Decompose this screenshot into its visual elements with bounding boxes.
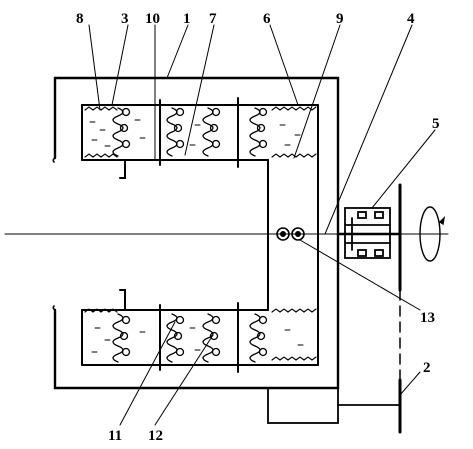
liquid-particles xyxy=(89,119,304,353)
leader-lines xyxy=(88,24,436,426)
inner-tube xyxy=(81,97,319,373)
label-7: 7 xyxy=(209,11,217,27)
label-13: 13 xyxy=(420,310,435,326)
label-4: 4 xyxy=(407,11,415,27)
label-9: 9 xyxy=(336,11,344,27)
reference-labels: 8 3 10 1 7 6 9 4 5 13 2 11 12 xyxy=(76,11,440,444)
lower-springs xyxy=(112,313,268,363)
label-6: 6 xyxy=(263,11,271,27)
label-2: 2 xyxy=(423,360,431,376)
label-8: 8 xyxy=(76,11,84,27)
center-balls xyxy=(276,227,305,241)
label-10: 10 xyxy=(145,11,160,27)
label-1: 1 xyxy=(183,11,191,27)
label-11: 11 xyxy=(108,428,122,444)
drive-disc xyxy=(267,183,402,434)
label-5: 5 xyxy=(432,116,440,132)
liquid-surfaces xyxy=(84,106,317,361)
shaft-bearing xyxy=(336,207,402,259)
rotation-arrow xyxy=(419,206,446,262)
label-3: 3 xyxy=(121,11,129,27)
upper-springs xyxy=(112,107,268,157)
label-12: 12 xyxy=(148,428,163,444)
